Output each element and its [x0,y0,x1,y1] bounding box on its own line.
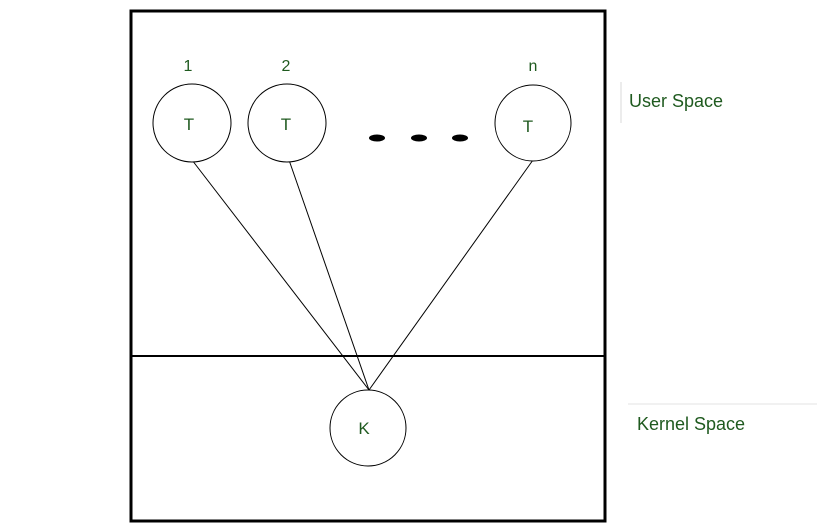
user-thread-2-label: T [281,115,291,134]
outer-frame [129,9,607,523]
user-thread-2-node [247,83,327,163]
connector-thread-1 [191,159,370,391]
thread-1-index: 1 [184,58,193,75]
thread-n-index: n [529,58,538,75]
user-thread-n-label: T [523,117,533,136]
ellipsis-dot-2 [411,134,427,142]
kernel-thread-node [329,389,407,467]
user-thread-1-node [152,83,232,163]
connector-thread-n [368,159,534,391]
user-space-label: User Space [629,91,723,111]
ellipsis-dot-3 [452,134,468,142]
user-thread-1-label: T [184,115,194,134]
ellipsis-dot-1 [369,134,385,142]
kernel-thread-label: K [358,419,370,438]
user-thread-n-node [494,84,572,162]
connector-thread-2 [288,159,370,391]
thread-2-index: 2 [282,58,291,75]
kernel-space-label: Kernel Space [637,414,745,434]
